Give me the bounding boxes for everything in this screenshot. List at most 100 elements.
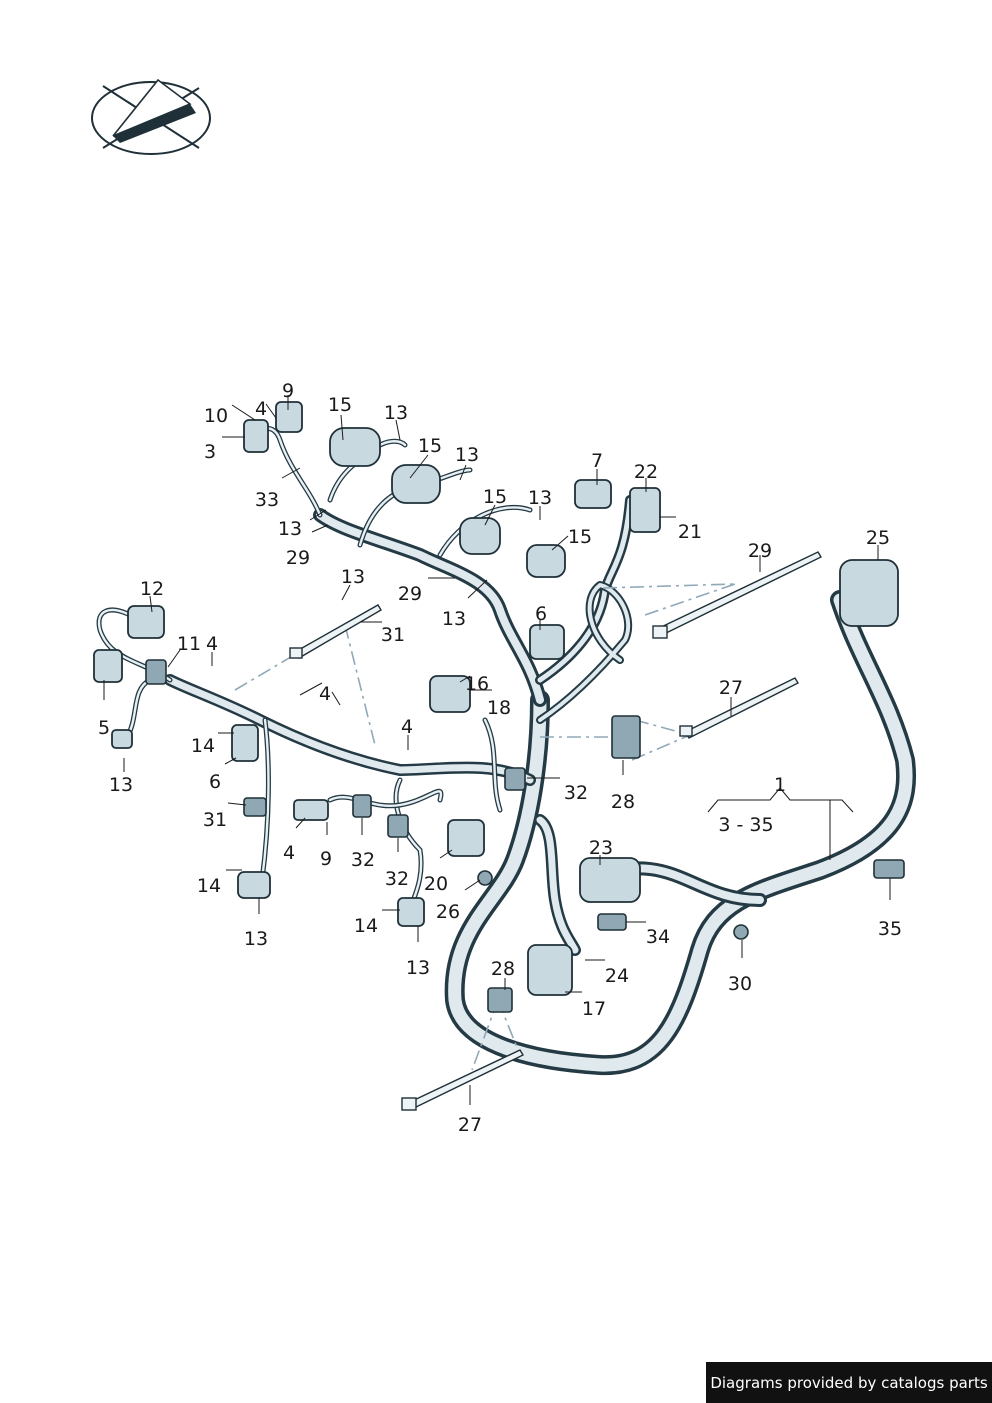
label-4e: 4 — [283, 842, 295, 864]
label-33: 33 — [255, 489, 279, 511]
connector-9-top — [275, 401, 303, 433]
connector-15d — [526, 544, 566, 578]
label-32b: 32 — [351, 849, 375, 871]
label-4d: 4 — [401, 716, 413, 738]
label-13e: 13 — [341, 566, 365, 588]
connector-17 — [527, 944, 573, 996]
label-15a: 15 — [328, 394, 352, 416]
clip-32a — [504, 767, 526, 791]
bracket-28b — [487, 987, 513, 1013]
label-13c: 13 — [278, 518, 302, 540]
clip-35 — [873, 859, 905, 879]
orientation-compass-icon — [91, 78, 211, 155]
label-14b: 14 — [197, 875, 221, 897]
label-14c: 14 — [354, 915, 378, 937]
label-1: 1 — [774, 774, 786, 796]
label-11: 11 — [177, 633, 201, 655]
label-6b: 6 — [209, 771, 221, 793]
connector-15b — [391, 464, 441, 504]
label-28a: 28 — [611, 791, 635, 813]
label-16: 16 — [465, 673, 489, 695]
clip-32b — [352, 794, 372, 818]
label-29a: 29 — [286, 547, 310, 569]
label-4a: 4 — [255, 398, 267, 420]
label-24: 24 — [605, 965, 629, 987]
label-29b: 29 — [748, 540, 772, 562]
label-10: 10 — [204, 405, 228, 427]
bracket-28a — [611, 715, 641, 759]
label-31b: 31 — [203, 809, 227, 831]
label-30: 30 — [728, 973, 752, 995]
label-14a: 14 — [191, 735, 215, 757]
label-13f: 13 — [442, 608, 466, 630]
label-26: 26 — [436, 901, 460, 923]
connector-6b — [529, 624, 565, 660]
label-13g: 13 — [109, 774, 133, 796]
label-15d: 15 — [568, 526, 592, 548]
connector-11 — [145, 659, 167, 685]
label-28b: 28 — [491, 958, 515, 980]
label-9b: 9 — [320, 848, 332, 870]
label-15b: 15 — [418, 435, 442, 457]
clip-32c — [387, 814, 409, 838]
label-13h: 13 — [244, 928, 268, 950]
connector-20 — [447, 819, 485, 857]
label-35: 35 — [878, 918, 902, 940]
connector-9 — [293, 799, 329, 821]
label-32c: 32 — [385, 868, 409, 890]
clip-34 — [597, 913, 627, 931]
connector-7 — [574, 479, 612, 509]
connector-16 — [429, 675, 471, 713]
label-7: 7 — [591, 450, 603, 472]
label-13a: 13 — [384, 402, 408, 424]
label-22: 22 — [634, 461, 658, 483]
connectors — [93, 401, 905, 1013]
connector-23 — [579, 857, 641, 903]
label-13b: 13 — [455, 444, 479, 466]
label-18: 18 — [487, 697, 511, 719]
label-27b: 27 — [458, 1114, 482, 1136]
label-23: 23 — [589, 837, 613, 859]
label-27a: 27 — [719, 677, 743, 699]
grommet-26 — [477, 870, 493, 886]
connector-10-3 — [243, 419, 269, 453]
label-9a: 9 — [282, 380, 294, 402]
label-25: 25 — [866, 527, 890, 549]
label-3-35: 3 - 35 — [718, 814, 773, 836]
label-13i: 13 — [406, 957, 430, 979]
label-31a: 31 — [381, 624, 405, 646]
label-21: 21 — [678, 521, 702, 543]
connector-14-mid — [397, 897, 425, 927]
label-34: 34 — [646, 926, 670, 948]
connector-5 — [93, 649, 123, 683]
label-3: 3 — [204, 441, 216, 463]
dashed-leaders — [234, 583, 736, 1071]
label-32a: 32 — [564, 782, 588, 804]
connector-15a — [329, 427, 381, 467]
part-labels: 9 10 4 3 15 13 15 13 33 13 29 15 13 15 7… — [98, 380, 902, 1136]
label-15c: 15 — [483, 486, 507, 508]
connector-15c — [459, 517, 501, 555]
label-4c: 4 — [319, 683, 331, 705]
label-20: 20 — [424, 873, 448, 895]
connector-6a — [231, 724, 259, 762]
connector-14-lower — [237, 871, 271, 899]
grommet-30 — [733, 924, 749, 940]
connector-22-21 — [629, 487, 661, 533]
label-12: 12 — [140, 578, 164, 600]
connector-25 — [839, 559, 899, 627]
label-29c: 29 — [398, 583, 422, 605]
label-leaders — [103, 395, 891, 1105]
cable-ties — [289, 551, 822, 1111]
connector-13-left — [111, 729, 133, 749]
label-6a: 6 — [535, 603, 547, 625]
label-5: 5 — [98, 717, 110, 739]
label-4b: 4 — [206, 633, 218, 655]
clip-31b — [243, 797, 267, 817]
main-harness-trunk — [164, 495, 917, 1076]
label-13d: 13 — [528, 487, 552, 509]
connector-12 — [127, 605, 165, 639]
label-17: 17 — [582, 998, 606, 1020]
footer-credit: Diagrams provided by catalogs parts — [706, 1362, 992, 1403]
